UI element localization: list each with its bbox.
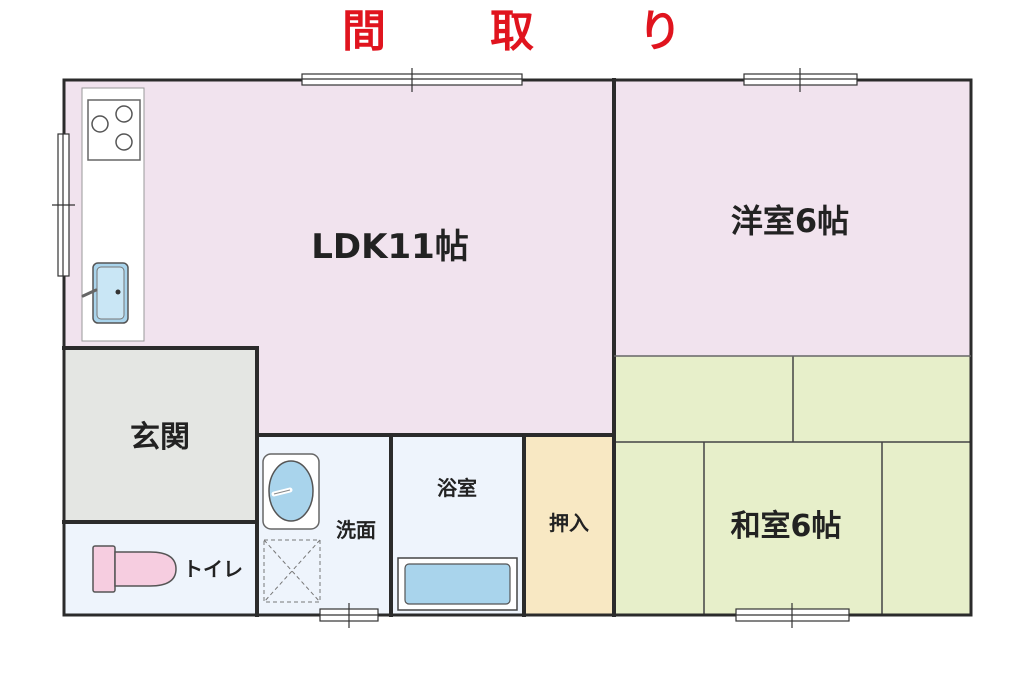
label-japanese: 和室6帖 xyxy=(731,509,842,544)
room-western xyxy=(614,80,971,356)
label-ldk: LDK11帖 xyxy=(311,227,469,267)
washbasin-icon xyxy=(262,453,320,530)
washing-machine-space xyxy=(263,539,321,603)
kitchen-sink-icon xyxy=(81,262,129,324)
label-western: 洋室6帖 xyxy=(731,202,849,240)
page-title: 間 取 り xyxy=(342,6,712,57)
toilet-icon xyxy=(92,545,177,593)
label-washroom: 洗面 xyxy=(336,518,376,542)
label-bath: 浴室 xyxy=(437,476,477,500)
label-toilet: トイレ xyxy=(183,557,243,581)
room-entrance xyxy=(64,348,257,522)
label-entrance: 玄関 xyxy=(130,420,190,455)
windows xyxy=(52,68,858,628)
tatami-lines xyxy=(614,356,971,615)
room-closet xyxy=(524,435,614,615)
bathtub-icon xyxy=(397,557,518,611)
label-closet: 押入 xyxy=(549,511,589,535)
